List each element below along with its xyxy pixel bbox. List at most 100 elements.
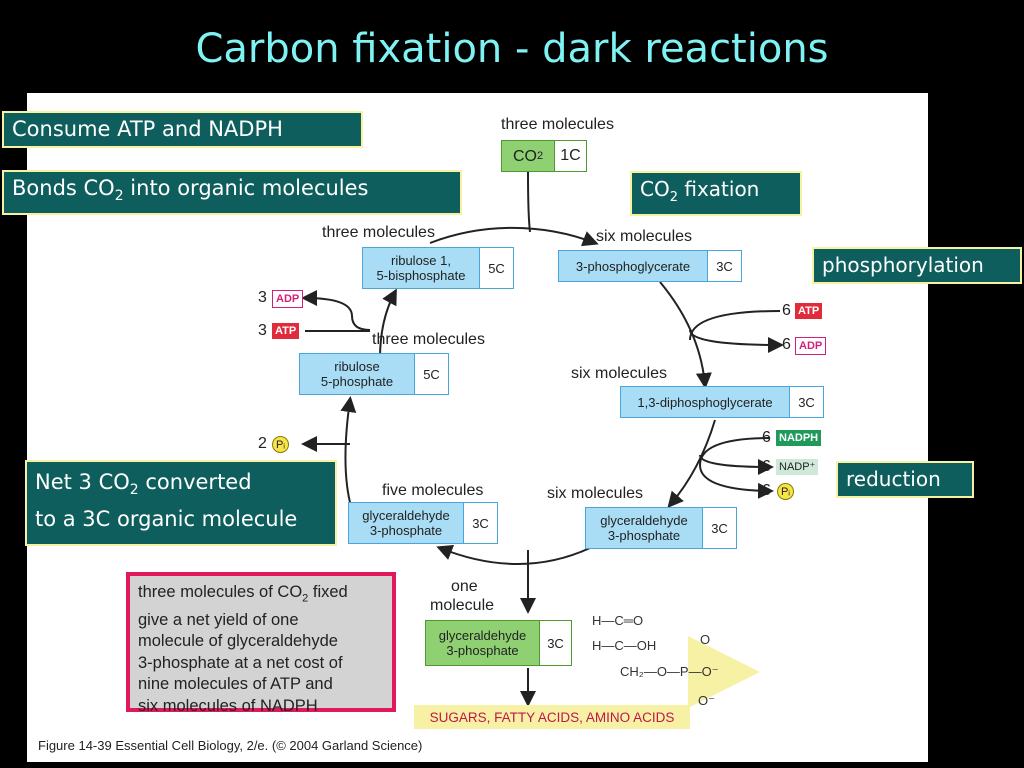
phosphorylation-callout: phosphorylation bbox=[812, 247, 1022, 284]
rubp-box: ribulose 1, 5-bisphosphate 5C bbox=[362, 247, 514, 289]
pi-out-count: 6 bbox=[762, 482, 771, 499]
output-g3p-name-1: glyceraldehyde bbox=[438, 628, 527, 643]
co2-count-label: three molecules bbox=[501, 116, 614, 133]
net-callout: Net 3 CO2 converted to a 3C organic mole… bbox=[25, 460, 337, 546]
adp-left-count: 3 bbox=[258, 289, 267, 306]
reduction-callout: reduction bbox=[836, 461, 974, 498]
structure-o-bottom: O⁻ bbox=[698, 693, 715, 708]
co2-name-text: CO bbox=[512, 147, 537, 165]
nadp-out-count: 6 bbox=[762, 458, 771, 475]
g3p5-name-2: 3-phosphate bbox=[369, 523, 443, 538]
rubp-name: ribulose 1, 5-bisphosphate bbox=[363, 248, 480, 288]
co2-fixation-callout: CO2 fixation bbox=[630, 171, 802, 216]
g3p-count-label: six molecules bbox=[547, 485, 644, 502]
adp-left-tag: ADP bbox=[272, 290, 304, 308]
bonds-text-pre: Bonds CO bbox=[12, 176, 115, 200]
summary-line-1-post: fixed bbox=[308, 583, 348, 601]
dpg-name: 1,3-diphosphoglycerate bbox=[621, 387, 790, 417]
g3p5-name-1: glyceraldehyde bbox=[362, 508, 450, 523]
summary-line-5: nine molecules of ATP and bbox=[138, 675, 333, 694]
output-g3p-carbons: 3C bbox=[547, 635, 564, 651]
structure-row-2: H—C—OH bbox=[592, 638, 657, 653]
r5p-carbons: 5C bbox=[423, 366, 440, 382]
summary-line-6: six molecules of NADPH bbox=[138, 696, 318, 715]
net-line-1-post: converted bbox=[138, 470, 252, 494]
r5p-name: ribulose 5-phosphate bbox=[300, 354, 415, 394]
g3p-name: glyceraldehyde 3-phosphate bbox=[586, 508, 703, 548]
structure-row-1: H—C═O bbox=[592, 613, 644, 628]
g3p5-name: glyceraldehyde 3-phosphate bbox=[349, 503, 464, 543]
bonds-text-post: into organic molecules bbox=[123, 176, 369, 200]
pi-left-count: 2 bbox=[258, 435, 267, 452]
pga-name: 3-phosphoglycerate bbox=[559, 251, 708, 281]
pi-left-icon: Pᵢ bbox=[272, 436, 289, 453]
g3p5-box: glyceraldehyde 3-phosphate 3C bbox=[348, 502, 498, 544]
atp-left-count: 3 bbox=[258, 322, 267, 339]
summary-line-2: give a net yield of one bbox=[138, 610, 299, 629]
pga-count-label: six molecules bbox=[596, 228, 693, 245]
pga-carbons: 3C bbox=[716, 258, 733, 274]
co2-name-sub: 2 bbox=[536, 149, 544, 162]
net-line-1-sub: 2 bbox=[129, 482, 139, 499]
rubp-count-label: three molecules bbox=[322, 224, 435, 241]
structure-o-top: O bbox=[700, 632, 711, 647]
r5p-name-1: ribulose bbox=[334, 359, 380, 374]
pi-out-icon: Pᵢ bbox=[777, 483, 794, 500]
reduction-text: reduction bbox=[846, 467, 941, 491]
bonds-callout: Bonds CO2 into organic molecules bbox=[2, 170, 462, 216]
co2-fixation-post: fixation bbox=[678, 177, 760, 201]
atp-in-count: 6 bbox=[782, 302, 791, 319]
pga-box: 3-phosphoglycerate 3C bbox=[558, 250, 742, 282]
consume-text: Consume ATP and NADPH bbox=[12, 117, 283, 141]
atp-in-tag: ATP bbox=[795, 303, 823, 319]
products-label: SUGARS, FATTY ACIDS, AMINO ACIDS bbox=[414, 705, 690, 729]
output-g3p-box: glyceraldehyde 3-phosphate 3C bbox=[425, 620, 572, 666]
nadph-in-count: 6 bbox=[762, 429, 771, 446]
slide-title: Carbon fixation - dark reactions bbox=[195, 26, 829, 72]
output-g3p-name-2: 3-phosphate bbox=[446, 643, 519, 658]
adp-out-tag: ADP bbox=[795, 337, 827, 355]
summary-line-3: molecule of glyceraldehyde bbox=[138, 632, 338, 651]
nadp-out-tag: NADP⁺ bbox=[776, 459, 819, 475]
r5p-count-label: three molecules bbox=[372, 331, 485, 348]
summary-line-1: three molecules of CO2 fixed bbox=[138, 582, 384, 610]
r5p-box: ribulose 5-phosphate 5C bbox=[299, 353, 449, 395]
summary-line-1-sub: 2 bbox=[302, 592, 309, 605]
co2-fixation-pre: CO bbox=[640, 177, 670, 201]
atp-left-tag: ATP bbox=[272, 323, 300, 339]
rubp-carbons: 5C bbox=[488, 260, 505, 276]
g3p-name-2: 3-phosphate bbox=[607, 528, 681, 543]
summary-line-1-pre: three molecules of CO bbox=[138, 583, 303, 601]
dpg-carbons: 3C bbox=[798, 394, 815, 410]
out-count-label-1: one bbox=[451, 578, 478, 595]
rubp-name-1: ribulose 1, bbox=[391, 253, 451, 268]
adp-out-count: 6 bbox=[782, 336, 791, 353]
out-count-label-2: molecule bbox=[430, 597, 495, 614]
net-line-1-pre: Net 3 CO bbox=[35, 470, 130, 494]
g3p5-count-label: five molecules bbox=[382, 482, 484, 499]
structure-row-3: CH₂—O—P—O⁻ bbox=[620, 664, 719, 679]
phosphate-highlight bbox=[688, 636, 760, 708]
g3p-box: glyceraldehyde 3-phosphate 3C bbox=[585, 507, 737, 549]
summary-line-4: 3-phosphate at a net cost of bbox=[138, 653, 343, 672]
figure-caption: Figure 14-39 Essential Cell Biology, 2/e… bbox=[38, 738, 423, 753]
co2-carbons: 1C bbox=[560, 147, 581, 164]
net-line-2: to a 3C organic molecule bbox=[35, 507, 298, 532]
rubp-name-2: 5-bisphosphate bbox=[376, 268, 466, 283]
nadph-in-tag: NADPH bbox=[776, 430, 822, 446]
g3p-name-1: glyceraldehyde bbox=[600, 513, 688, 528]
output-g3p-name: glyceraldehyde 3-phosphate bbox=[426, 621, 540, 665]
bonds-text-sub: 2 bbox=[114, 188, 124, 205]
consume-callout: Consume ATP and NADPH bbox=[2, 111, 363, 148]
phosphorylation-text: phosphorylation bbox=[822, 253, 984, 277]
net-line-1: Net 3 CO2 converted bbox=[35, 468, 327, 505]
r5p-name-2: 5-phosphate bbox=[320, 374, 394, 389]
g3p5-carbons: 3C bbox=[472, 515, 489, 531]
summary-box: three molecules of CO2 fixed give a net … bbox=[126, 572, 396, 715]
dpg-count-label: six molecules bbox=[571, 365, 668, 382]
dpg-box: 1,3-diphosphoglycerate 3C bbox=[620, 386, 824, 418]
g3p-carbons: 3C bbox=[711, 520, 728, 536]
